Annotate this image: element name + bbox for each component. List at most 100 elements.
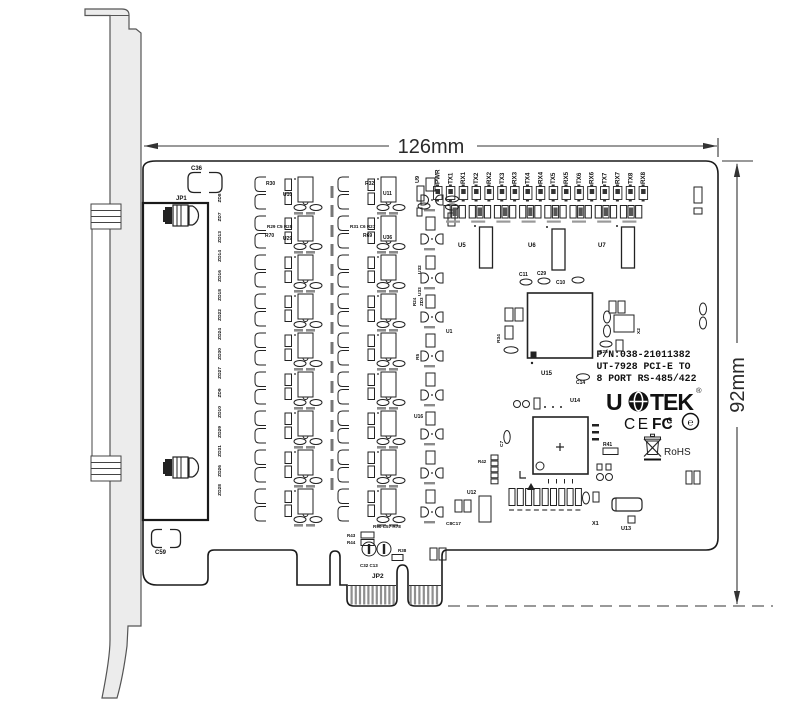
label-c25: C25: [599, 349, 608, 355]
component: [377, 212, 386, 215]
component: [254, 371, 266, 387]
led-die: [461, 189, 466, 194]
component: [389, 446, 398, 449]
component: [435, 194, 444, 206]
component: [376, 282, 390, 289]
component: [592, 491, 600, 503]
component: [392, 438, 406, 445]
label-u33: U33: [417, 287, 423, 296]
led-die: [628, 189, 633, 194]
zd-label-zd7: ZD7: [217, 212, 223, 221]
component: [294, 373, 296, 375]
gold-finger: [363, 586, 366, 605]
pcie-edge-connector: [348, 585, 441, 605]
component: [302, 279, 309, 283]
component: [367, 544, 371, 554]
component: [306, 329, 315, 332]
pcb: [142, 160, 719, 607]
led-die: [499, 189, 505, 194]
led-die: [564, 189, 569, 194]
component: [416, 185, 425, 202]
component: [431, 355, 433, 357]
logo-letter-u: U: [606, 389, 623, 415]
component: [302, 318, 309, 322]
component: [297, 332, 314, 359]
component: [297, 254, 314, 281]
label-u14: U14: [570, 398, 581, 404]
component: [504, 325, 514, 340]
component: [431, 433, 433, 435]
component: [284, 504, 292, 517]
component: [471, 220, 486, 223]
component: [431, 238, 433, 240]
component: [337, 215, 349, 231]
component: [519, 278, 533, 286]
db-connector-footprint: [141, 201, 210, 522]
component: [367, 465, 375, 478]
component: [635, 205, 643, 219]
component: [254, 410, 266, 426]
component: [424, 209, 435, 212]
component: [503, 430, 511, 444]
component: [376, 516, 390, 523]
zd-label-zd29: ZD29: [217, 426, 223, 438]
component: [170, 528, 182, 549]
component: [337, 350, 349, 366]
component: [533, 509, 539, 511]
component: [424, 482, 435, 485]
component: [297, 449, 314, 476]
component: [385, 279, 392, 283]
gold-finger: [413, 586, 417, 605]
component: [546, 220, 561, 223]
component: [330, 283, 334, 295]
component: [330, 381, 334, 393]
component: [284, 387, 292, 400]
component: [478, 495, 492, 523]
component: [293, 438, 307, 445]
component: [377, 446, 386, 449]
component: [337, 233, 349, 249]
component-shapes: [150, 171, 707, 561]
component: [620, 226, 636, 269]
led-label-tx8: TX8: [627, 172, 634, 184]
component: [392, 282, 406, 289]
component: [435, 272, 444, 284]
gold-finger: [418, 586, 421, 605]
zd-label-zd8: ZD8: [217, 193, 223, 202]
component: [420, 233, 429, 245]
fcc-mark: FC: [652, 416, 673, 433]
component: [294, 490, 296, 492]
component: [385, 201, 392, 205]
led-label-rx7: RX7: [614, 171, 621, 184]
component: [613, 314, 635, 333]
component: [306, 524, 315, 527]
component: [550, 488, 557, 506]
component: [163, 462, 166, 474]
component: [297, 293, 314, 320]
component: [592, 431, 599, 434]
label-r30: R30: [266, 181, 275, 187]
component: [533, 397, 541, 410]
component: [306, 212, 315, 215]
component: [337, 311, 349, 327]
component: [284, 295, 292, 308]
component: [385, 474, 392, 478]
component: [309, 477, 323, 484]
model-line: UT-7928 PCI-E TO: [597, 361, 691, 372]
component: [424, 404, 435, 407]
zd-label-zd14: ZD14: [217, 250, 223, 262]
component: [337, 389, 349, 405]
part-number-line: P/N:038-21011382: [597, 349, 691, 360]
fcc-small-c: C: [667, 417, 673, 426]
component: [420, 311, 429, 323]
label-r42: R42: [478, 459, 487, 464]
led-die: [538, 189, 543, 194]
cert-marks: CE FC C ℮ RoHS: [624, 412, 700, 461]
component: [309, 516, 323, 523]
component: [458, 205, 466, 219]
component: [592, 424, 599, 427]
component: [294, 178, 296, 180]
gold-finger: [367, 586, 370, 605]
label-r44: R44: [347, 540, 356, 545]
led-label-rx3: RX3: [512, 171, 519, 184]
